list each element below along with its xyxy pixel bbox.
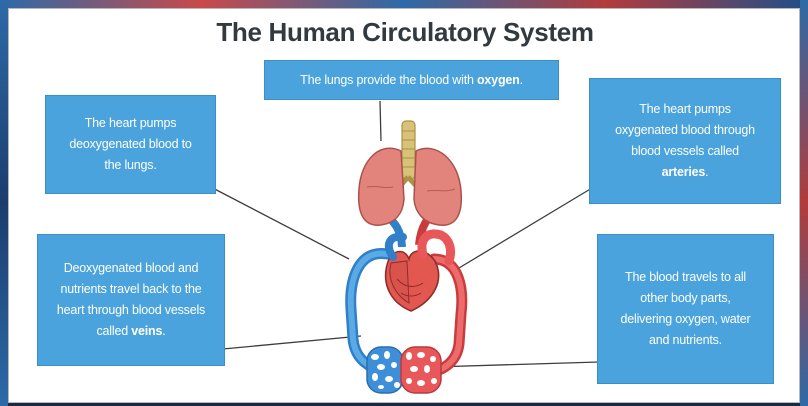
- background-frame-left: [0, 0, 8, 406]
- connector-lungs: [380, 101, 381, 141]
- connector-heart-deoxy: [205, 184, 349, 259]
- info-box-heart-deoxygenated: The heart pumps deoxygenated blood to th…: [45, 95, 216, 194]
- background-frame-right: [800, 0, 808, 406]
- info-box-blood-travel: The blood travels to all other body part…: [597, 234, 774, 384]
- right-lung: [414, 148, 461, 225]
- heart: [386, 234, 451, 311]
- connector-veins: [223, 336, 361, 349]
- connector-heart-oxy: [454, 185, 597, 271]
- diagram-card: The Human Circulatory System: [8, 8, 800, 403]
- info-box-lungs: The lungs provide the blood with oxygen.: [264, 60, 559, 100]
- info-box-veins: Deoxygenated blood and nutrients travel …: [37, 234, 225, 366]
- connector-travel: [433, 362, 599, 367]
- capillary-bed: [367, 347, 441, 393]
- info-box-heart-oxygenated: The heart pumps oxygenated blood through…: [589, 78, 781, 204]
